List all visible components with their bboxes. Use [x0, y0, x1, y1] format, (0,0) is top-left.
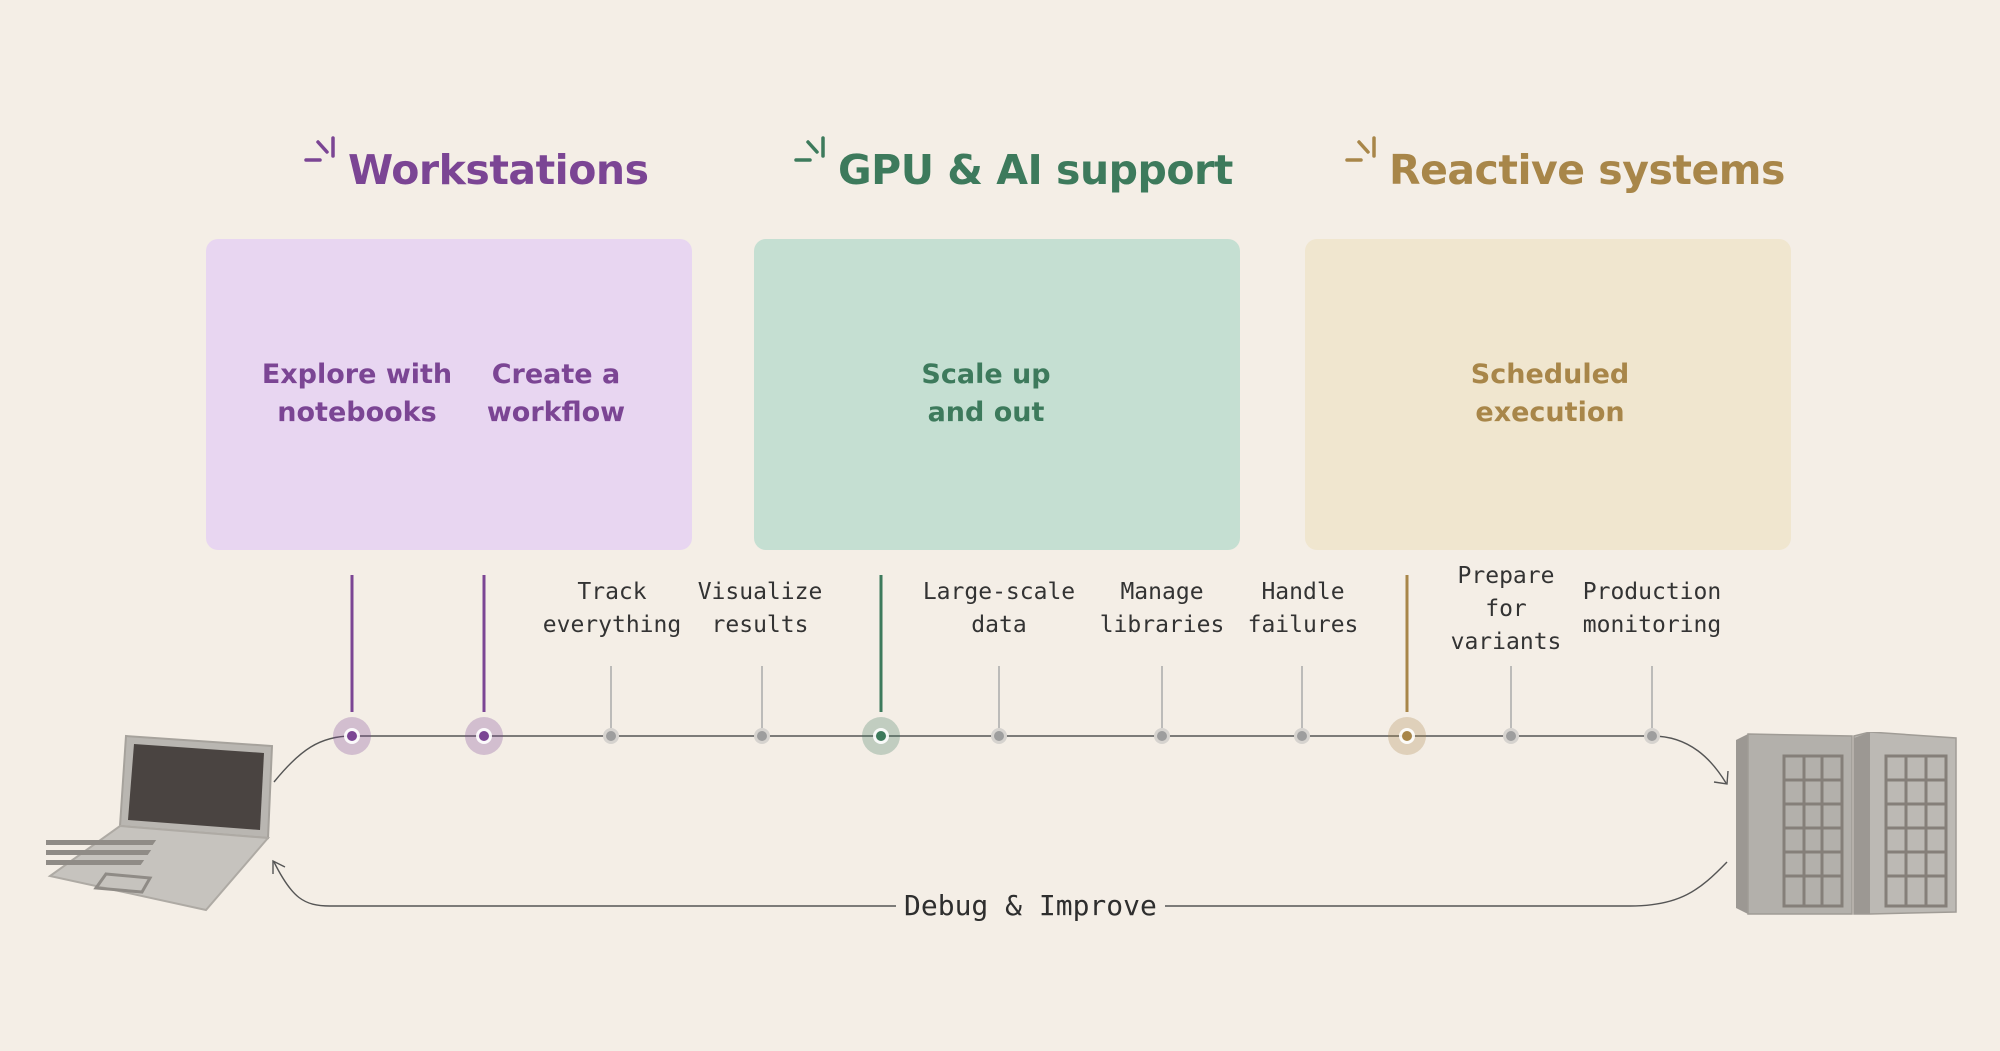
node-visualize-results	[754, 666, 770, 744]
panel-gpu-ai: Scale up and out	[754, 239, 1240, 550]
section-title-text: GPU & AI support	[838, 146, 1233, 194]
section-title-reactive: Reactive systems	[1343, 136, 1785, 200]
node-production-monitoring	[1644, 666, 1660, 744]
panel-workstations: Explore with notebooks Create a workflow	[206, 239, 692, 550]
phase-scheduled-execution: Scheduled execution	[1470, 359, 1630, 428]
section-title-workstations: Workstations	[302, 136, 649, 200]
arrow-to-server-icon	[1713, 770, 1729, 785]
node-explore-notebooks	[333, 575, 371, 755]
step-manage-libraries: Manage libraries	[1099, 579, 1225, 638]
phase-create-workflow: Create a workflow	[486, 359, 626, 428]
laptop-to-timeline-curve	[273, 735, 353, 783]
sparkle-icon	[304, 136, 335, 162]
server-rack-icon	[1736, 732, 1957, 915]
arrow-to-laptop-icon	[272, 859, 286, 874]
step-production-monitoring: Production monitoring	[1582, 579, 1722, 638]
laptop-icon	[46, 734, 274, 912]
node-track-everything	[603, 666, 619, 744]
node-manage-libraries	[1154, 666, 1170, 744]
step-large-scale-data: Large-scale data	[922, 579, 1076, 638]
node-prepare-variants	[1503, 666, 1519, 744]
section-title-text: Reactive systems	[1389, 146, 1785, 194]
phase-explore-notebooks: Explore with notebooks	[261, 359, 453, 428]
sparkle-icon	[1345, 136, 1376, 162]
phase-scale-up: Scale up and out	[921, 359, 1051, 428]
node-scale-up	[862, 575, 900, 755]
node-large-scale-data	[991, 666, 1007, 744]
node-create-workflow	[465, 575, 503, 755]
node-scheduled-execution	[1388, 575, 1426, 755]
step-track-everything: Track everything	[542, 579, 682, 638]
debug-loop-line	[273, 861, 1728, 907]
node-handle-failures	[1294, 666, 1310, 744]
sparkle-icon	[794, 136, 825, 162]
step-prepare-variants: Prepare for variants	[1450, 563, 1562, 655]
debug-improve-label: Debug & Improve	[896, 886, 1165, 926]
section-title-gpu-ai: GPU & AI support	[792, 136, 1233, 200]
step-handle-failures: Handle failures	[1247, 579, 1359, 638]
step-visualize-results: Visualize results	[697, 579, 823, 638]
timeline-to-server-curve	[1651, 735, 1727, 784]
section-title-text: Workstations	[348, 146, 649, 194]
panel-reactive: Scheduled execution	[1305, 239, 1791, 550]
